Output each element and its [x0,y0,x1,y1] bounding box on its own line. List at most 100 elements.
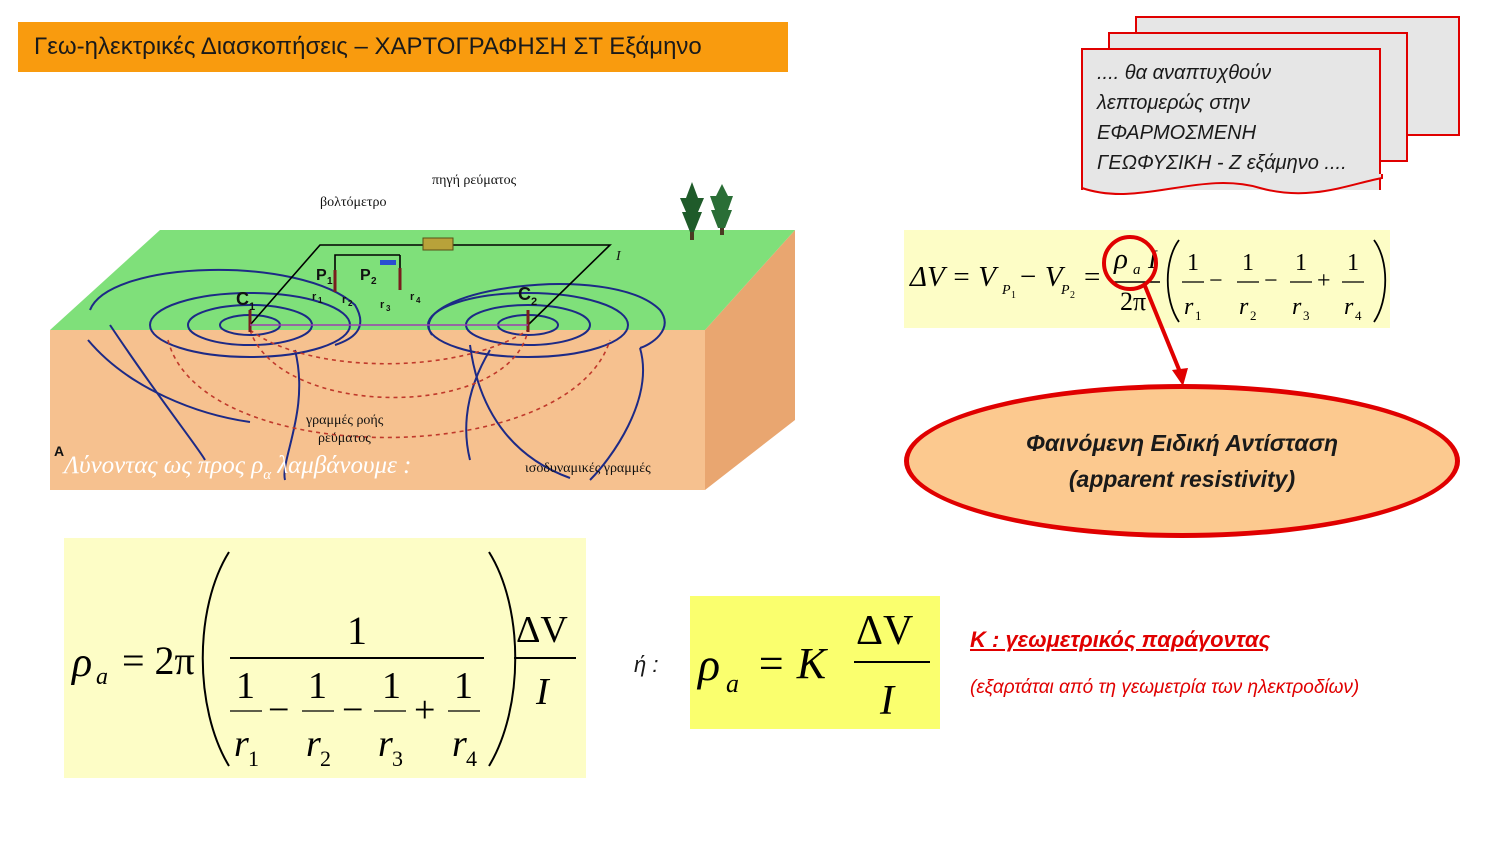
current-flow-lines [167,329,611,439]
k-description: (εξαρτάται από τη γεωμετρία των ηλεκτροδ… [970,677,1360,698]
formula-top-I: I [1147,245,1158,274]
label-p2: P [360,267,371,284]
term-num: 1 [1295,250,1307,276]
term-op: + [414,689,435,731]
note-wave-edge [1081,174,1383,195]
distance-labels: r 1 r 2 r 3 r 4 [312,291,421,313]
label-p1-sub: 1 [327,276,333,287]
formula-top-minus: − V [1018,261,1066,293]
formula-top-rho: ρ [1113,243,1128,275]
term-den: r [1344,294,1354,320]
term-den: r [378,723,393,765]
term-sub: 2 [320,746,331,771]
formula-main-terms: 1 r 1 − 1 r 2 − 1 r 3 + 1 r 4 [230,665,480,771]
geoelectric-diagram: πηγή ρεύματος βολτόμετρο γραμμές ροής ρε… [50,173,795,490]
caption-suffix: λαμβάνουμε : [271,452,412,479]
term-sub: 3 [392,746,403,771]
tree-icon [680,182,733,240]
formula-apparent-resistivity: ρ a = 2π 1 1 r 1 − 1 r 2 − 1 r 3 + 1 r 4 [64,538,586,778]
label-c1-sub: 1 [249,301,255,313]
label-equipotential: ισοδυναμικές γραμμές [525,461,651,476]
term-den: r [234,723,249,765]
formula-k: ρ a = K ΔV I [690,596,940,729]
formula-main-delta-v: ΔV [516,609,568,651]
formula-top-eq: = [1084,261,1100,293]
electrode-labels: C 1 C 2 P 1 P 2 [236,267,537,313]
formula-voltage-difference: ΔV = V P 1 − V P 2 = ρ a I 2π 1 r 1 − 1 … [904,230,1390,328]
term-num: 1 [1242,250,1254,276]
note-text: .... θα αναπτυχθούν λεπτομερώς στην ΕΦΑΡ… [1097,58,1377,178]
term-sub: 4 [466,746,477,771]
note-line: ΓΕΩΦΥΣΙΚΗ - Ζ εξάμηνο .... [1097,152,1347,174]
label-c2-sub: 2 [531,296,537,308]
label-r2: r [342,294,347,306]
term-den: r [1184,294,1194,320]
term-op: + [1317,268,1331,294]
formula-main-I: I [535,671,551,713]
formula-main-rho: ρ [70,640,92,686]
label-r3-sub: 3 [386,304,391,313]
formula-main-eq: = 2π [122,638,195,683]
term-den: r [1292,294,1302,320]
diagram-caption: Λύνοντας ως προς ρα λαμβάνουμε : [64,452,411,484]
formula-main-one: 1 [347,608,367,653]
note-line: ΕΦΑΡΜΟΣΜΕΝΗ [1097,122,1257,144]
ellipse-line-1: Φαινόμενη Ειδική Αντίσταση [1025,430,1339,456]
slide-title-bar: Γεω-ηλεκτρικές Διασκοπήσεις – ΧΑΡΤΟΓΡΑΦΗ… [18,22,788,72]
soil-side-face [705,230,795,490]
formula-top-vp2-subsub: 2 [1070,290,1075,301]
term-sub: 3 [1303,308,1310,323]
label-flow-lines: γραμμές ροής [305,413,384,428]
formula-top-rho-sub: a [1133,262,1141,278]
term-den: r [452,723,467,765]
label-r1-sub: 1 [318,296,323,305]
label-c2: C [518,284,531,304]
or-separator: ή : [634,652,659,677]
caption-sub: α [263,467,272,483]
formula-top-vp1-subsub: 1 [1011,290,1016,301]
equipotential-lines-right [427,283,666,481]
label-voltmeter: βολτόμετρο [320,195,387,210]
k-label: K : γεωμετρικός παράγοντας [970,627,1271,652]
ellipse-line-2: (apparent resistivity) [1068,466,1296,492]
formula-k-eq: = K [756,639,829,688]
term-sub: 1 [1195,308,1202,323]
equipotential-lines-left [87,269,362,481]
term-sub: 4 [1355,308,1362,323]
term-num: 1 [308,665,327,707]
term-sub: 1 [248,746,259,771]
term-num: 1 [454,665,473,707]
label-r4-sub: 4 [416,296,421,305]
formula-main-rho-sub: a [96,664,108,690]
label-r3: r [380,299,385,311]
term-op: − [342,689,363,731]
term-sub: 2 [1250,308,1257,323]
label-flow-lines-2: ρεύματος [318,431,371,446]
voltmeter-icon [380,260,396,265]
label-r4: r [410,291,415,303]
note-line: λεπτομερώς στην [1097,92,1251,114]
battery-icon [422,237,454,251]
formula-k-rho: ρ [696,639,720,690]
note-line: .... θα αναπτυχθούν [1097,62,1272,84]
formula-top-vp2-sub: P [1060,283,1070,298]
label-c1: C [236,289,249,309]
formula-top-vp1-sub: P [1001,283,1011,298]
label-r1: r [312,291,317,303]
label-p2-sub: 2 [371,276,377,287]
label-r2-sub: 2 [348,299,353,308]
label-panel: A [54,443,64,459]
slide-title: Γεω-ηλεκτρικές Διασκοπήσεις – ΧΑΡΤΟΓΡΑΦΗ… [34,33,702,60]
term-op: − [268,689,289,731]
term-num: 1 [1347,250,1359,276]
caption-prefix: Λύνοντας ως προς ρ [64,452,264,479]
term-num: 1 [1187,250,1199,276]
term-num: 1 [236,665,255,707]
formula-k-rho-sub: a [726,669,739,698]
term-op: − [1209,268,1223,294]
term-den: r [1239,294,1249,320]
note-sheet-front [1081,48,1381,190]
formula-k-I: I [879,678,896,724]
term-den: r [306,723,321,765]
soil-front-face [50,330,705,490]
